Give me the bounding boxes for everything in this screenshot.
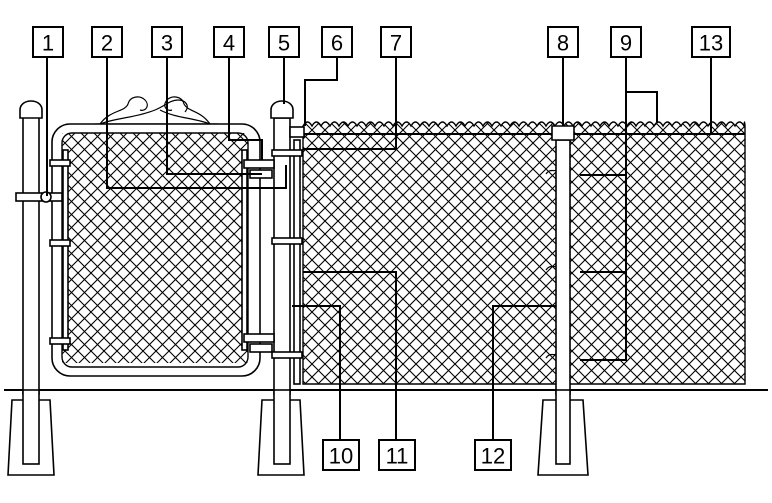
callout-box bbox=[213, 26, 245, 58]
callout-box bbox=[322, 439, 360, 471]
callout-number: 11 bbox=[386, 444, 409, 469]
callout-7: 7 bbox=[380, 26, 412, 58]
line-post bbox=[537, 125, 589, 476]
callout-8: 8 bbox=[547, 26, 579, 58]
callout-number: 1 bbox=[42, 31, 54, 56]
callout-5: 5 bbox=[268, 26, 300, 58]
callout-number: 13 bbox=[699, 31, 723, 56]
callout-10: 10 bbox=[322, 439, 360, 471]
callout-number: 9 bbox=[620, 31, 632, 56]
fence-mesh bbox=[302, 121, 746, 385]
callout-3: 3 bbox=[151, 26, 183, 58]
callout-number: 6 bbox=[331, 31, 343, 56]
callout-box bbox=[474, 439, 512, 471]
callout-box bbox=[151, 26, 183, 58]
callout-12: 12 bbox=[474, 439, 512, 471]
callout-number: 5 bbox=[278, 31, 290, 56]
callout-box bbox=[91, 26, 123, 58]
leader-lines bbox=[46, 55, 712, 440]
tension-bands-hinge-post bbox=[271, 126, 305, 359]
callout-box bbox=[268, 26, 300, 58]
callout-2: 2 bbox=[91, 26, 123, 58]
callout-number: 7 bbox=[390, 31, 402, 56]
gate-latch bbox=[15, 191, 63, 203]
callout-number: 4 bbox=[223, 31, 235, 56]
callout-number: 2 bbox=[101, 31, 113, 56]
callout-number: 8 bbox=[557, 31, 569, 56]
callout-box bbox=[691, 26, 731, 58]
callout-box bbox=[547, 26, 579, 58]
callout-box bbox=[610, 26, 642, 58]
hinge-post bbox=[257, 100, 305, 476]
gate-frame bbox=[51, 123, 261, 377]
callout-9: 9 bbox=[610, 26, 642, 58]
latch-post bbox=[7, 100, 55, 476]
callout-1: 1 bbox=[32, 26, 64, 58]
callout-number: 10 bbox=[329, 444, 353, 469]
callout-box bbox=[378, 439, 416, 471]
gate-scroll-decoration bbox=[95, 96, 218, 125]
callout-11: 11 bbox=[378, 439, 416, 471]
callout-box bbox=[32, 26, 64, 58]
callout-box bbox=[380, 26, 412, 58]
callout-13: 13 bbox=[691, 26, 731, 58]
callout-4: 4 bbox=[213, 26, 245, 58]
tie-wires bbox=[545, 169, 557, 359]
callout-6: 6 bbox=[321, 26, 353, 58]
callout-number: 12 bbox=[481, 444, 505, 469]
callout-number: 3 bbox=[161, 31, 173, 56]
callout-box bbox=[321, 26, 353, 58]
gate-tension-bands-left bbox=[49, 159, 71, 345]
